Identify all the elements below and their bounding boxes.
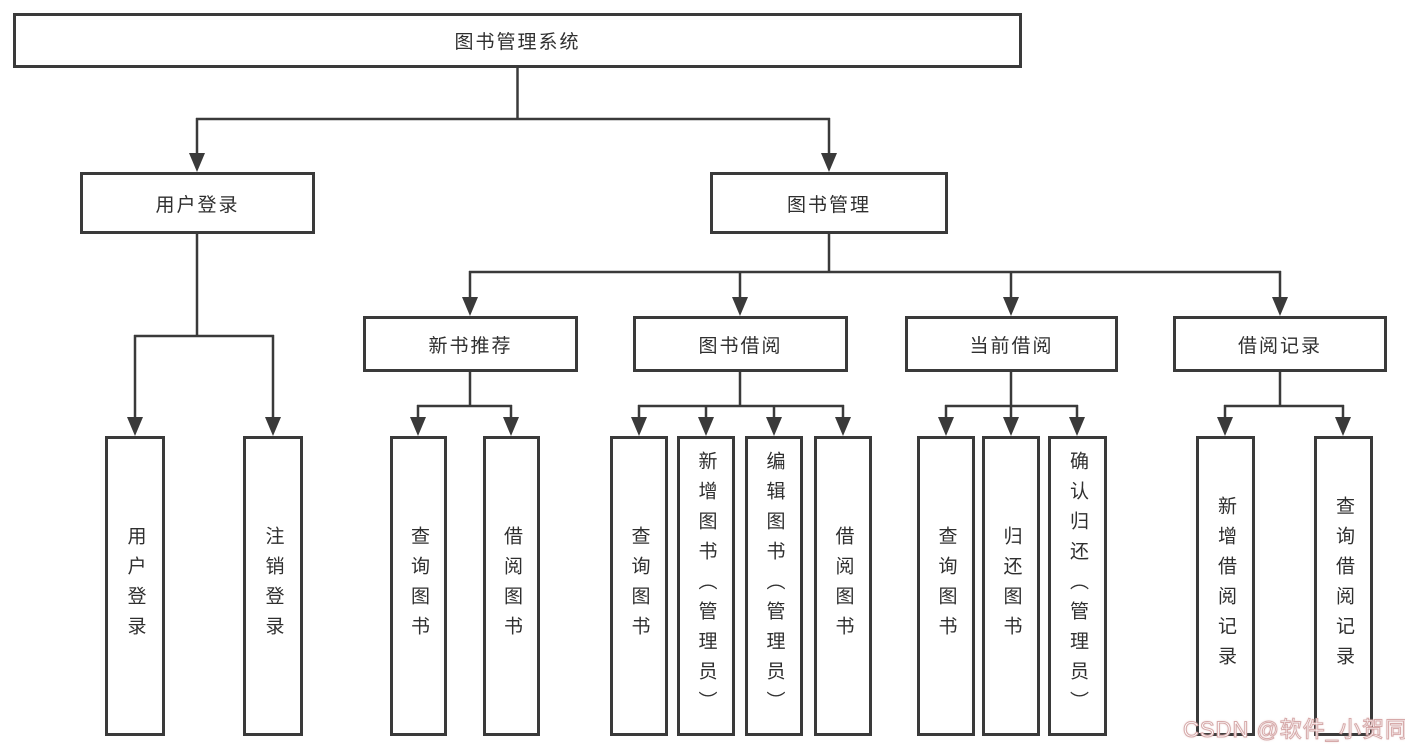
node-new-book-recommend: 新书推荐 bbox=[363, 316, 578, 372]
node-borrow-records: 借阅记录 bbox=[1173, 316, 1387, 372]
leaf-add-borrow-record: 新增借阅记录 bbox=[1196, 436, 1255, 736]
leaf-edit-books-admin: 编辑图书（管理员） bbox=[745, 436, 803, 736]
node-book-management: 图书管理 bbox=[710, 172, 948, 234]
node-book-borrow: 图书借阅 bbox=[633, 316, 848, 372]
node-root-system: 图书管理系统 bbox=[13, 13, 1022, 68]
leaf-borrow-query-books: 查询图书 bbox=[610, 436, 668, 736]
csdn-watermark: CSDN @软件_小贺同学 bbox=[1182, 717, 1405, 743]
node-user-login: 用户登录 bbox=[80, 172, 315, 234]
leaf-user-login: 用户登录 bbox=[105, 436, 165, 736]
leaf-borrow-books: 借阅图书 bbox=[814, 436, 872, 736]
leaf-recommend-query-books: 查询图书 bbox=[390, 436, 447, 736]
node-current-borrow: 当前借阅 bbox=[905, 316, 1118, 372]
leaf-confirm-return-admin: 确认归还（管理员） bbox=[1048, 436, 1107, 736]
leaf-add-books-admin: 新增图书（管理员） bbox=[677, 436, 735, 736]
leaf-logout: 注销登录 bbox=[243, 436, 303, 736]
leaf-return-books: 归还图书 bbox=[982, 436, 1040, 736]
leaf-query-borrow-record: 查询借阅记录 bbox=[1314, 436, 1373, 736]
leaf-recommend-borrow-books: 借阅图书 bbox=[483, 436, 540, 736]
leaf-current-query-books: 查询图书 bbox=[917, 436, 975, 736]
